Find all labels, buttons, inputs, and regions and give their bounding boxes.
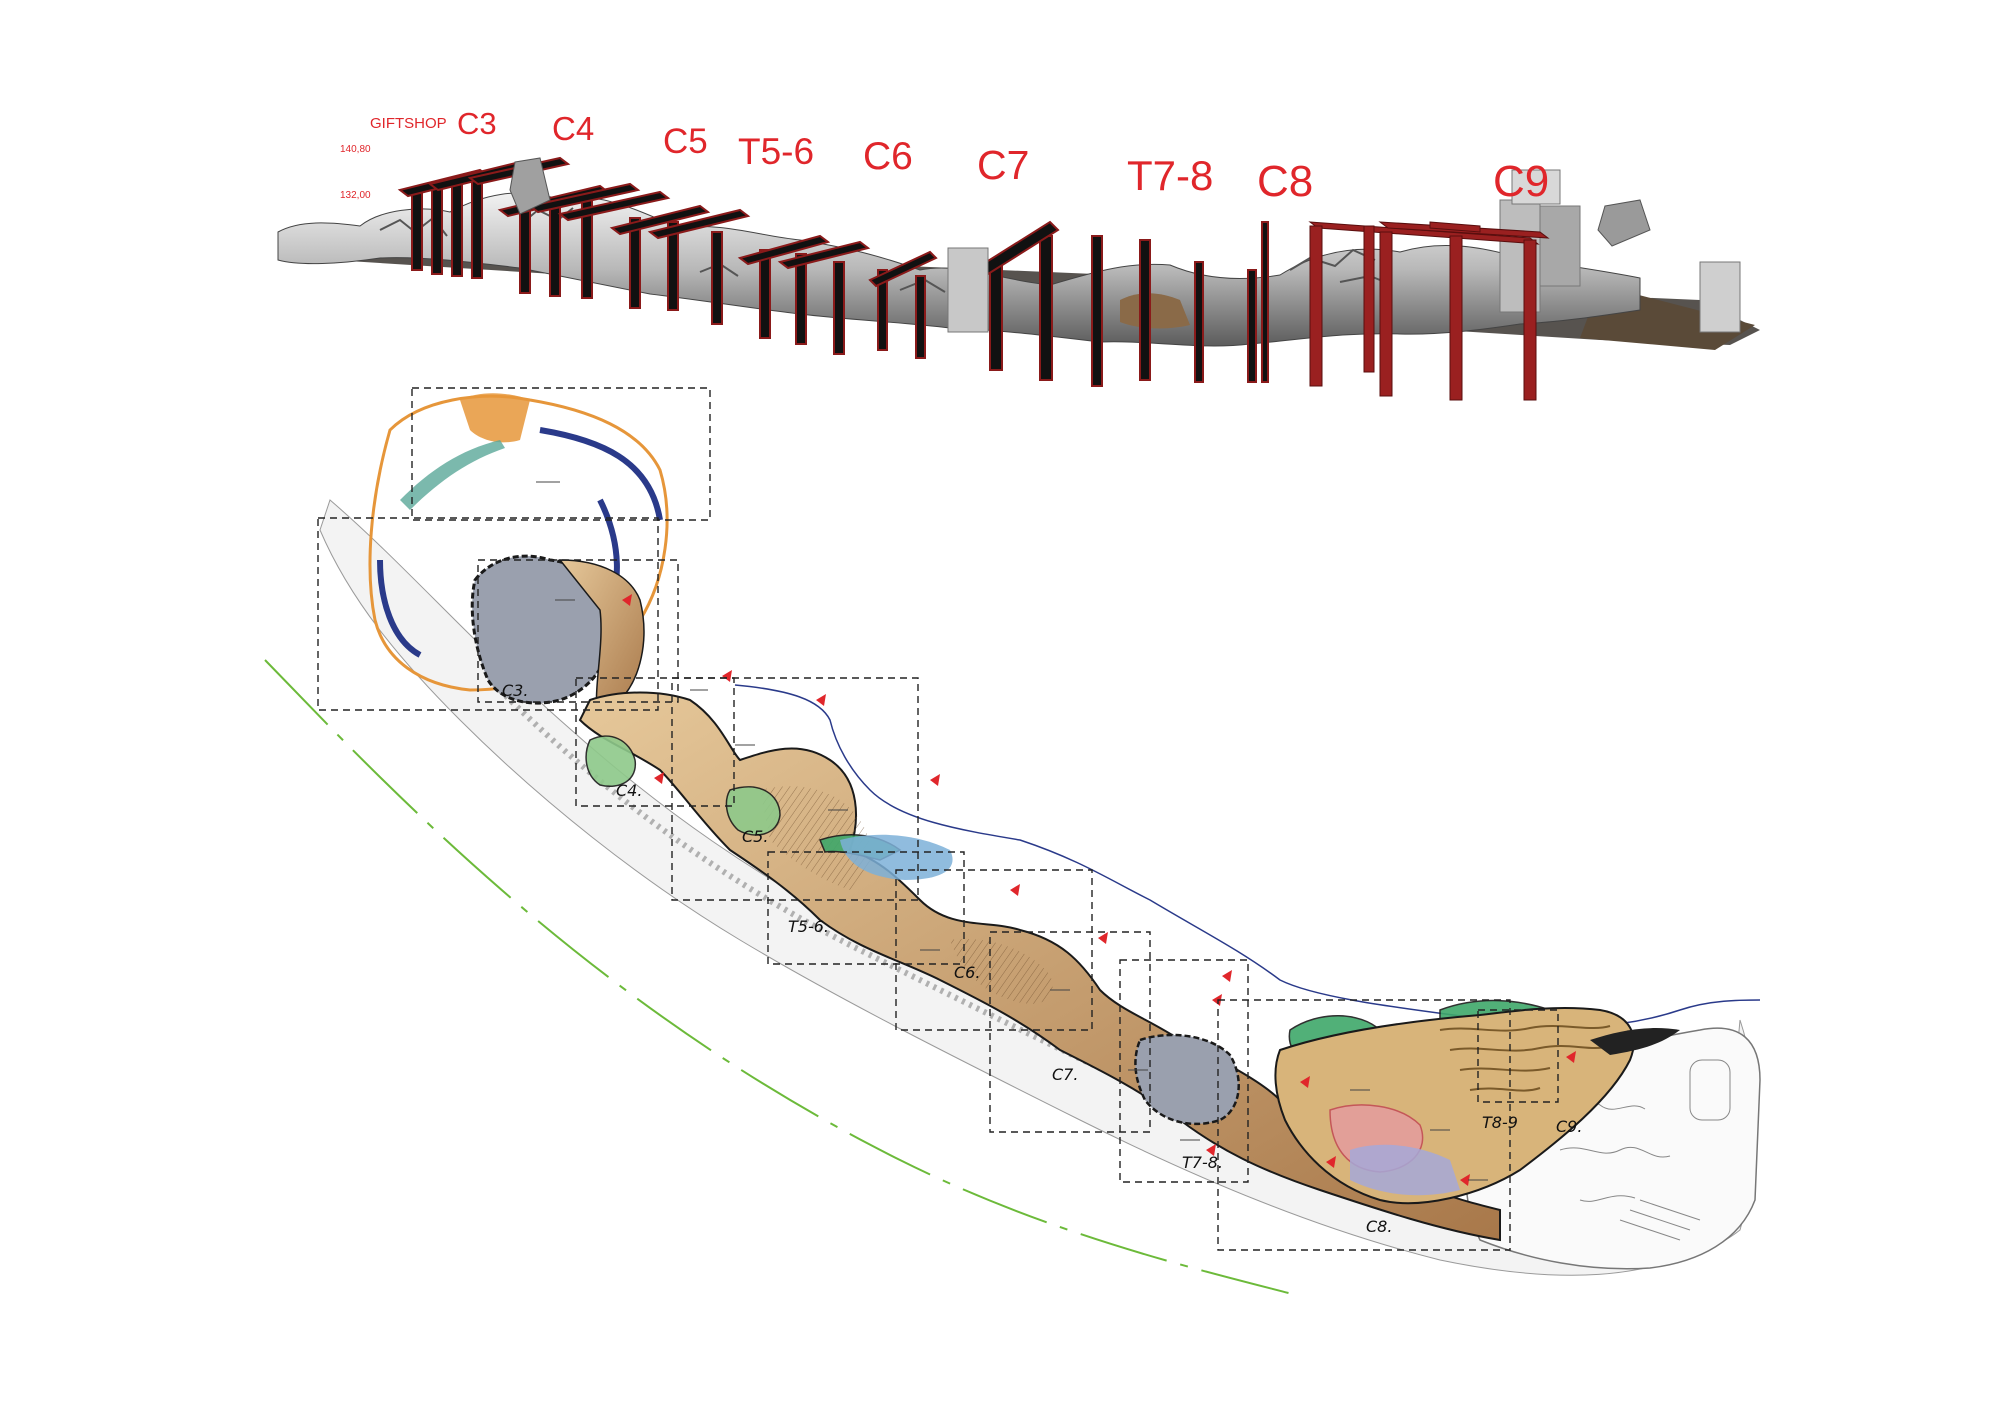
building-block-c9-b (1539, 205, 1581, 287)
frame-c6 (895, 869, 1093, 1031)
red-frame-c8-c9 (1308, 221, 1550, 401)
building-block-c7 (947, 247, 989, 333)
zone-label-giftshop: GIFTSHOP (370, 115, 447, 132)
zone-label-t5-6: T5-6 (738, 131, 814, 172)
plan-label-c4: C4. (616, 781, 642, 800)
green-path-line (264, 659, 1301, 1297)
entrance-terrain (460, 393, 530, 443)
c8-dark-edge (1590, 1028, 1680, 1055)
elevation-label: 132,00 (340, 190, 371, 201)
zone-label-c6: C6 (863, 135, 913, 178)
building-block-c9-d (1699, 261, 1741, 333)
plan-label-c5: C5. (742, 827, 768, 846)
plan-label-t7-8: T7-8. (1182, 1153, 1223, 1172)
frame-c5 (671, 677, 919, 901)
sand-terrain-patch (1120, 293, 1190, 329)
plan-zone-labels: C3. C4. C5. T5-6. C6. C7. T7-8. C8. T8-9… (502, 681, 1582, 1236)
zone-label-c3: C3 (457, 106, 497, 141)
frame-c8 (1217, 999, 1511, 1251)
frame-c4 (575, 677, 735, 807)
plan-label-c8: C8. (1366, 1217, 1392, 1236)
section-zone-labels: GIFTSHOP C3 C4 C5 T5-6 C6 C7 T7-8 C8 C9 (370, 106, 1549, 206)
plan-view: C3. C4. C5. T5-6. C6. C7. T7-8. C8. T8-9… (264, 387, 1761, 1297)
building-block-c9-c (1511, 169, 1561, 205)
view-markers (622, 594, 1576, 1186)
portal-frames (397, 156, 1741, 387)
tiny-annotations (536, 481, 1488, 1181)
c8-blue-floor (1350, 1144, 1460, 1196)
zone-label-c9: C9 (1493, 157, 1549, 206)
elevation-marks: 140,80 132,00 (340, 144, 371, 201)
rock-outcrop-c4 (509, 157, 551, 215)
frame-t5-6 (767, 851, 965, 965)
plan-label-c6: C6. (954, 963, 980, 982)
zone-label-c8: C8 (1257, 157, 1313, 206)
plan-label-c7: C7. (1052, 1065, 1078, 1084)
elevation-label: 140,80 (340, 144, 371, 155)
plan-label-t5-6: T5-6. (788, 917, 829, 936)
section-view: 140,80 132,00 GIFTSHOP C3 C4 C5 T5-6 C6 … (277, 106, 1760, 401)
frame-t7-8 (1119, 959, 1249, 1183)
frame-giftshop (411, 387, 711, 521)
zone-frames (317, 387, 1559, 1251)
zone-label-c5: C5 (663, 122, 708, 161)
c7-rock-floor (1134, 1033, 1240, 1126)
plan-label-t8-9: T8-9 (1482, 1113, 1518, 1132)
entrance-green-strip (400, 440, 505, 510)
zone-label-c4: C4 (552, 110, 594, 147)
frame-c3 (477, 559, 679, 703)
frame-giftshop-lower (317, 517, 659, 711)
c3-cave-floor (470, 554, 612, 705)
zone-label-c7: C7 (977, 142, 1029, 188)
plan-label-c3: C3. (502, 681, 528, 700)
plan-label-c9: C9. (1556, 1117, 1582, 1136)
zone-label-t7-8: T7-8 (1127, 152, 1213, 199)
rock-outcrop-c9 (1597, 199, 1651, 247)
frame-t8-9 (1477, 1009, 1559, 1103)
